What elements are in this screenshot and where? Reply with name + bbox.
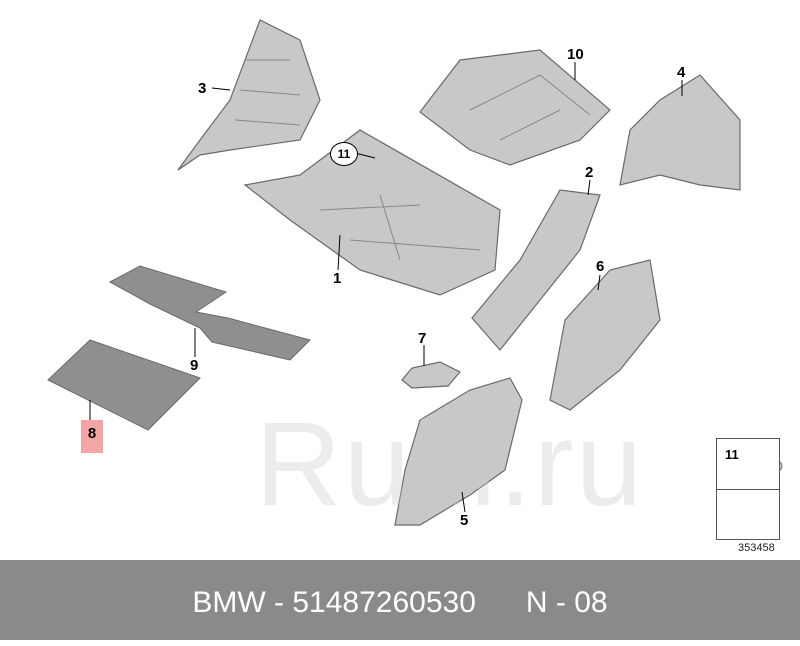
callout-3: 3 bbox=[198, 80, 207, 97]
footer-text: BMW - 51487260530 N - 08 bbox=[192, 586, 608, 619]
part-10-cover bbox=[419, 49, 611, 166]
callout-10: 10 bbox=[567, 46, 584, 63]
part-5-trim bbox=[394, 377, 523, 526]
legend-box: 11 bbox=[716, 438, 780, 540]
part-3-trim bbox=[177, 19, 321, 171]
diagram-reference: 353458 bbox=[738, 542, 775, 554]
parts-diagram bbox=[47, 19, 783, 534]
callout-2: 2 bbox=[585, 164, 594, 181]
legend-part-number: 11 bbox=[725, 447, 739, 462]
part-8-mat bbox=[47, 339, 201, 431]
callout-4: 4 bbox=[677, 64, 686, 81]
part-9-mat bbox=[108, 265, 311, 361]
callout-8-highlighted: 8 bbox=[81, 420, 103, 453]
part-4-bracket bbox=[619, 74, 741, 191]
part-2-rail bbox=[471, 189, 601, 351]
callout-7: 7 bbox=[418, 330, 427, 347]
legend-divider bbox=[717, 489, 779, 490]
callout-5: 5 bbox=[460, 512, 469, 529]
callout-6: 6 bbox=[596, 258, 605, 275]
parts-illustration bbox=[47, 19, 783, 534]
callout-1: 1 bbox=[333, 270, 342, 287]
part-6-panel bbox=[549, 259, 661, 411]
footer-bar: BMW - 51487260530 N - 08 bbox=[0, 560, 800, 640]
callout-11: 11 bbox=[330, 142, 358, 166]
part-7-clip bbox=[401, 361, 461, 389]
part-1-floor-trim bbox=[243, 129, 501, 296]
callout-9: 9 bbox=[190, 357, 199, 374]
